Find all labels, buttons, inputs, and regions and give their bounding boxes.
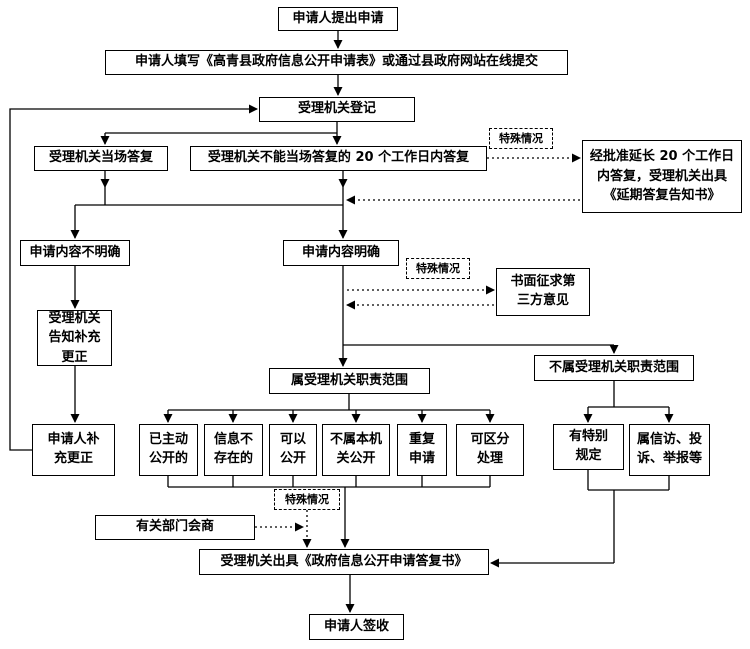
node-not-this-authority: 不属本机 关公开: [322, 424, 390, 476]
node-department-consultation: 有关部门会商: [95, 515, 255, 540]
node-outside-authority-scope: 不属受理机关职责范围: [534, 355, 694, 381]
node-distinguishable-handling: 可区分 处理: [456, 424, 524, 476]
node-applicant-submit: 申请人提出申请: [278, 7, 398, 31]
dotted-special-case-lines: [255, 153, 581, 548]
node-applicant-sign-receipt: 申请人签收: [309, 614, 404, 640]
node-applicant-supplement-correction: 申请人补 充更正: [32, 424, 115, 476]
node-fill-application-form: 申请人填写《高青县政府信息公开申请表》或通过县政府网站在线提交: [105, 50, 568, 75]
node-content-clear: 申请内容明确: [283, 240, 399, 266]
node-special-case-label-2: 特殊情况: [406, 258, 470, 279]
node-within-authority-scope: 属受理机关职责范围: [269, 368, 430, 394]
node-petition-complaint-report: 属信访、投 诉、举报等: [629, 424, 710, 476]
node-notify-supplement-correction: 受理机关 告知补充 更正: [37, 310, 112, 366]
node-special-provisions: 有特别 规定: [553, 424, 624, 470]
node-issue-reply-document: 受理机关出具《政府信息公开申请答复书》: [199, 549, 489, 575]
node-approved-extension: 经批准延长 20 个工作日 内答复，受理机关出具 《延期答复告知书》: [582, 140, 742, 213]
node-authority-register: 受理机关登记: [259, 97, 415, 122]
node-reply-within-20-days: 受理机关不能当场答复的 20 个工作日内答复: [190, 146, 487, 171]
node-onsite-reply: 受理机关当场答复: [34, 146, 168, 171]
node-already-disclosed: 已主动 公开的: [139, 424, 198, 476]
solid-flow-lines: [9, 31, 674, 613]
node-special-case-label-1: 特殊情况: [489, 128, 553, 149]
node-third-party-opinion: 书面征求第 三方意见: [496, 268, 590, 316]
node-content-unclear: 申请内容不明确: [20, 240, 130, 266]
node-special-case-label-3: 特殊情况: [274, 489, 340, 510]
node-info-not-exist: 信息不 存在的: [204, 424, 263, 476]
node-repeat-application: 重复 申请: [397, 424, 447, 476]
node-can-disclose: 可以 公开: [269, 424, 317, 476]
